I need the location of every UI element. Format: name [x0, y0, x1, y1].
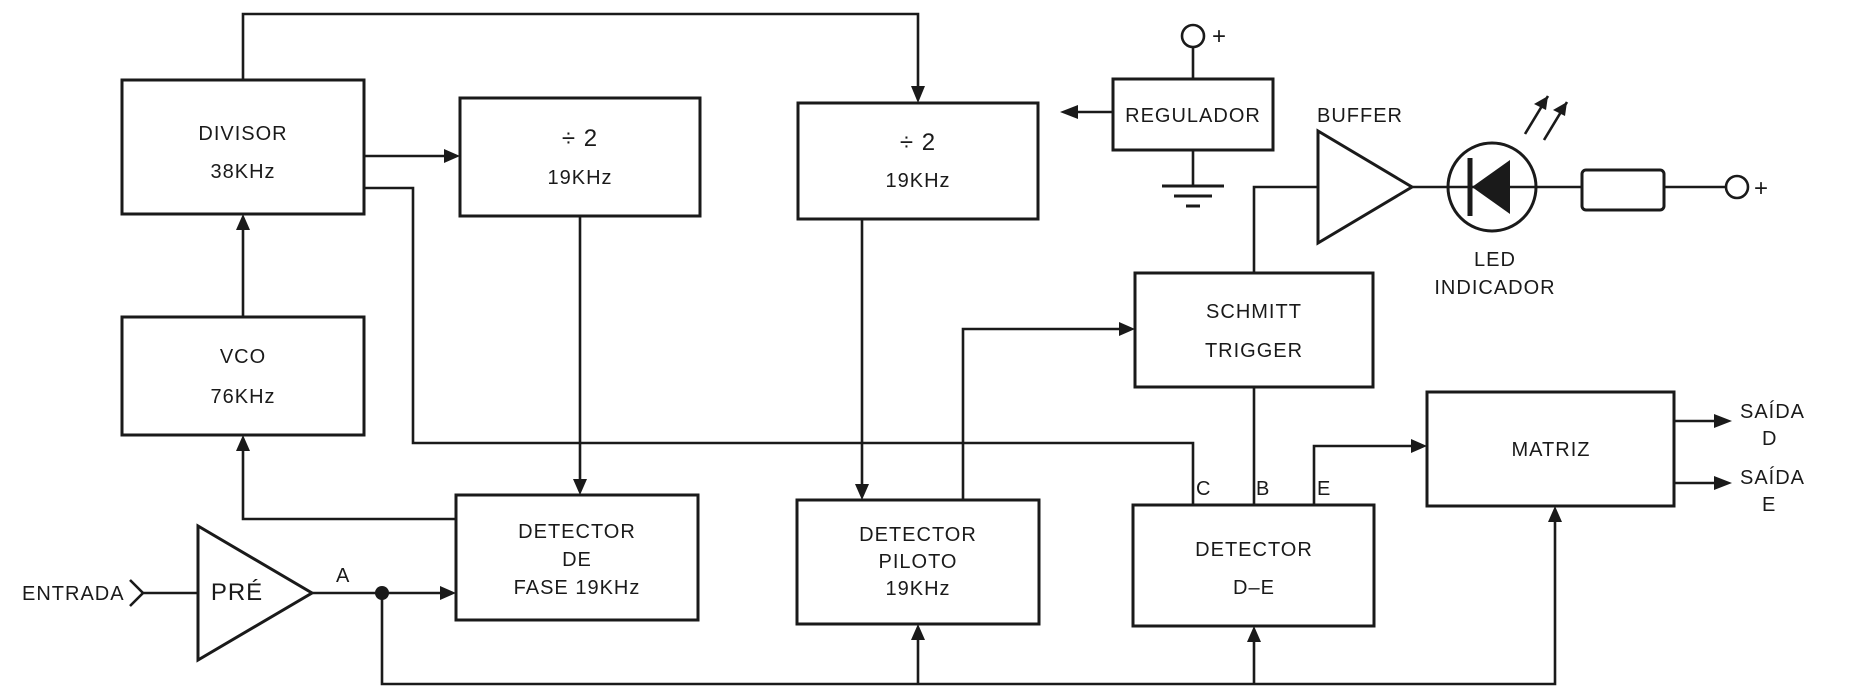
detector-fase-line2: DE [562, 549, 592, 571]
supply-terminal-top-icon [1180, 23, 1206, 49]
divide-by-2-right-title: ÷ 2 [900, 129, 936, 156]
wires [129, 12, 1750, 686]
schmitt-subtitle: TRIGGER [1205, 340, 1303, 362]
detector-piloto-line2: PILOTO [879, 551, 958, 573]
detector-piloto-line1: DETECTOR [859, 524, 977, 546]
buffer-amplifier: BUFFER [1316, 105, 1415, 246]
matriz-block: MATRIZ [1425, 390, 1676, 508]
saida-d-label-line2: D [1762, 428, 1777, 450]
led-indicator: LED INDICADOR [1434, 95, 1569, 299]
led-label-line2: INDICADOR [1434, 277, 1555, 299]
pin-c-label: C [1196, 478, 1211, 500]
schmitt-trigger-block: SCHMITT TRIGGER [1133, 271, 1375, 389]
saida-d-label-line1: SAÍDA [1740, 400, 1805, 423]
divide-by-2-block-right: ÷ 2 19KHz [796, 101, 1040, 221]
buffer-label: BUFFER [1317, 105, 1403, 127]
saida-e-label-line2: E [1762, 494, 1776, 516]
divide-by-2-right-freq: 19KHz [885, 170, 950, 192]
detector-d-e-block: DETECTOR D–E [1131, 503, 1376, 628]
pin-b-label: B [1256, 478, 1270, 500]
divisor-block: DIVISOR 38KHz [120, 78, 366, 216]
plus-right-label: + [1754, 175, 1769, 202]
matriz-title: MATRIZ [1512, 439, 1591, 461]
detector-piloto-line3: 19KHz [885, 578, 950, 600]
vco-block: VCO 76KHz [120, 315, 366, 437]
regulador-block: REGULADOR [1111, 77, 1275, 152]
detector-de-fase-block: DETECTOR DE FASE 19KHz [454, 493, 700, 622]
regulador-title: REGULADOR [1125, 105, 1261, 127]
divide-by-2-left-freq: 19KHz [547, 167, 612, 189]
plus-top-label: + [1212, 23, 1227, 50]
divisor-freq: 38KHz [210, 161, 275, 183]
divide-by-2-left-title: ÷ 2 [562, 125, 598, 152]
junction-node-a [375, 586, 389, 600]
detector-fase-line1: DETECTOR [518, 521, 636, 543]
saida-e-label-line1: SAÍDA [1740, 466, 1805, 489]
schmitt-title: SCHMITT [1206, 301, 1302, 323]
pre-amplifier: PRÉ [196, 523, 315, 663]
led-diode-icon [1472, 160, 1510, 214]
pin-e-label: E [1317, 478, 1331, 500]
detector-fase-line3: FASE 19KHz [514, 577, 641, 599]
ground-icon [1162, 184, 1224, 208]
detector-d-e-line1: DETECTOR [1195, 539, 1313, 561]
vco-title: VCO [220, 346, 266, 368]
pre-amplifier-label: PRÉ [211, 579, 263, 606]
resistor-icon [1580, 168, 1666, 212]
detector-piloto-block: DETECTOR PILOTO 19KHz [795, 498, 1041, 626]
divisor-title: DIVISOR [198, 123, 287, 145]
detector-d-e-line2: D–E [1233, 577, 1275, 599]
entrada-label: ENTRADA [22, 583, 125, 605]
divide-by-2-block-left: ÷ 2 19KHz [458, 96, 702, 218]
node-a-label: A [336, 565, 350, 587]
led-label-line1: LED [1474, 249, 1516, 271]
supply-terminal-right-icon [1724, 174, 1750, 200]
vco-freq: 76KHz [210, 386, 275, 408]
